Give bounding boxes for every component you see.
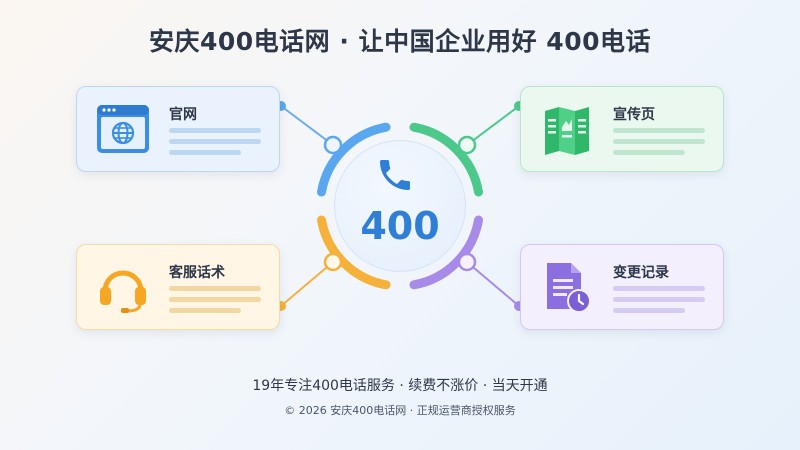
copyright-footer: © 2026 安庆400电话网 · 正规运营商授权服务 — [284, 404, 516, 417]
document-clock-icon — [547, 263, 591, 313]
phone-icon — [380, 160, 410, 190]
card-service-script[interactable]: 客服话术 — [76, 244, 280, 330]
center-ring — [317, 122, 483, 290]
card-website[interactable]: 官网 — [76, 86, 280, 172]
ring-segment-orange — [317, 215, 391, 290]
headset-icon — [100, 270, 146, 313]
ring-node — [323, 252, 343, 272]
tagline: 19年专注400电话服务 · 续费不涨价 · 当天开通 — [252, 378, 548, 394]
placeholder-lines — [169, 128, 261, 161]
ring-node — [457, 135, 477, 155]
placeholder-lines — [613, 128, 705, 161]
card-label: 变更记录 — [613, 265, 669, 281]
card-label: 宣传页 — [613, 107, 655, 123]
card-label: 官网 — [169, 107, 197, 123]
placeholder-lines — [169, 286, 261, 319]
website-globe-icon — [97, 105, 149, 153]
ring-segment-blue — [317, 122, 391, 197]
card-label: 客服话术 — [169, 265, 225, 281]
ring-segment-purple — [409, 215, 483, 290]
card-brochure[interactable]: 宣传页 — [520, 86, 724, 172]
placeholder-lines — [613, 286, 705, 319]
ring-node — [323, 135, 343, 155]
page-title: 安庆400电话网 · 让中国企业用好 400电话 — [149, 27, 651, 56]
center-disc — [334, 140, 466, 272]
center-number: 400 — [360, 204, 440, 248]
ring-node — [457, 252, 477, 272]
brochure-icon — [545, 107, 589, 155]
ring-segment-green — [409, 122, 483, 197]
card-change-log[interactable]: 变更记录 — [520, 244, 724, 330]
